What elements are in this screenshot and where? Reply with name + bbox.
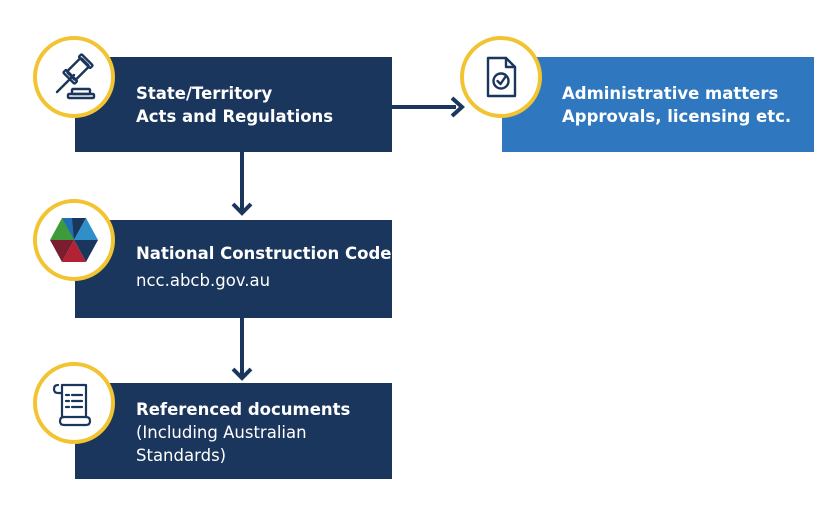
scroll-icon <box>52 383 92 427</box>
referenced-documents-box: Referenced documents (Including Australi… <box>75 383 392 479</box>
admin-title-line1: Administrative matters <box>562 84 779 103</box>
document-check-icon-circle <box>460 36 542 118</box>
acts-title-line1: State/Territory <box>136 84 273 103</box>
refs-subtitle-line2: Standards) <box>136 446 227 465</box>
ncc-title: National Construction Code <box>136 244 392 263</box>
acts-title-line2: Acts and Regulations <box>136 107 334 126</box>
scroll-icon-circle <box>33 362 115 444</box>
ncc-url[interactable]: ncc.abcb.gov.au <box>136 271 271 290</box>
refs-title: Referenced documents <box>136 400 351 419</box>
admin-title-line2: Approvals, licensing etc. <box>562 107 792 126</box>
arrow-acts-to-ncc-head <box>231 202 253 216</box>
administrative-matters-box: Administrative matters Approvals, licens… <box>502 57 814 152</box>
national-construction-code-box: National Construction Code ncc.abcb.gov.… <box>75 220 392 318</box>
refs-subtitle-line1: (Including Australian <box>136 423 307 442</box>
ncc-logo-icon-circle <box>33 199 115 281</box>
arrow-acts-to-admin-head <box>450 96 465 118</box>
gavel-icon-circle <box>33 36 115 118</box>
gavel-icon <box>55 53 96 100</box>
acts-regulations-box: State/Territory Acts and Regulations <box>75 57 392 152</box>
ncc-logo-icon <box>50 218 98 262</box>
document-check-icon <box>486 56 517 98</box>
arrow-ncc-to-refs-head <box>231 367 253 381</box>
